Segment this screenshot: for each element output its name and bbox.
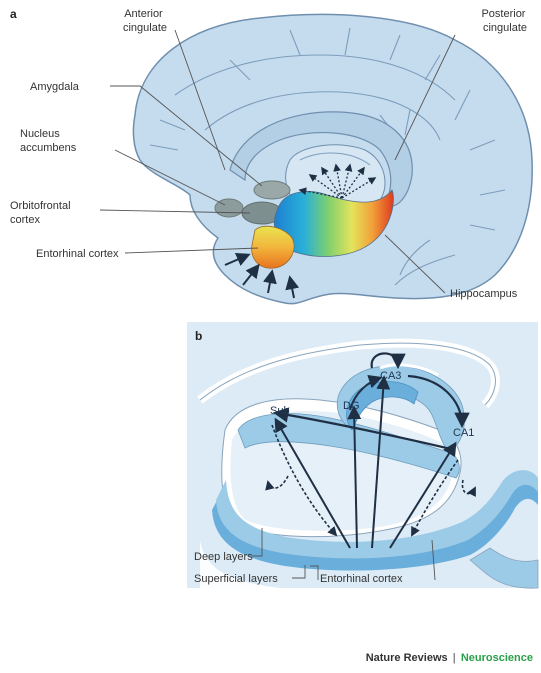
label-ca3: CA3	[380, 370, 401, 382]
label-posterior-cingulate: Posterior cingulate	[481, 8, 528, 34]
label-dg: DG	[343, 400, 360, 412]
label-entorhinal-cortex-a: Entorhinal cortex	[36, 248, 119, 260]
label-orbitofrontal-cortex: Orbitofrontal cortex	[10, 200, 74, 226]
label-nucleus-accumbens: Nucleus accumbens	[20, 128, 77, 154]
panel-b-letter: b	[195, 329, 202, 343]
credit-section: Neuroscience	[461, 652, 533, 664]
panel-a-letter: a	[10, 7, 17, 21]
panel-b: b	[187, 322, 538, 588]
label-ca1: CA1	[453, 427, 474, 439]
label-deep-layers: Deep layers	[194, 551, 253, 563]
label-entorhinal-cortex-b: Entorhinal cortex	[320, 573, 403, 585]
label-anterior-cingulate: Anterior cingulate	[123, 8, 167, 34]
credit-journal: Nature Reviews	[366, 652, 448, 664]
label-superficial-layers: Superficial layers	[194, 573, 278, 585]
journal-credit: Nature Reviews | Neuroscience	[366, 652, 533, 664]
credit-separator: |	[453, 652, 456, 664]
label-sub: Sub	[270, 405, 290, 417]
label-hippocampus: Hippocampus	[450, 288, 518, 300]
brain-medial-view	[133, 14, 532, 303]
label-amygdala: Amygdala	[30, 81, 80, 93]
